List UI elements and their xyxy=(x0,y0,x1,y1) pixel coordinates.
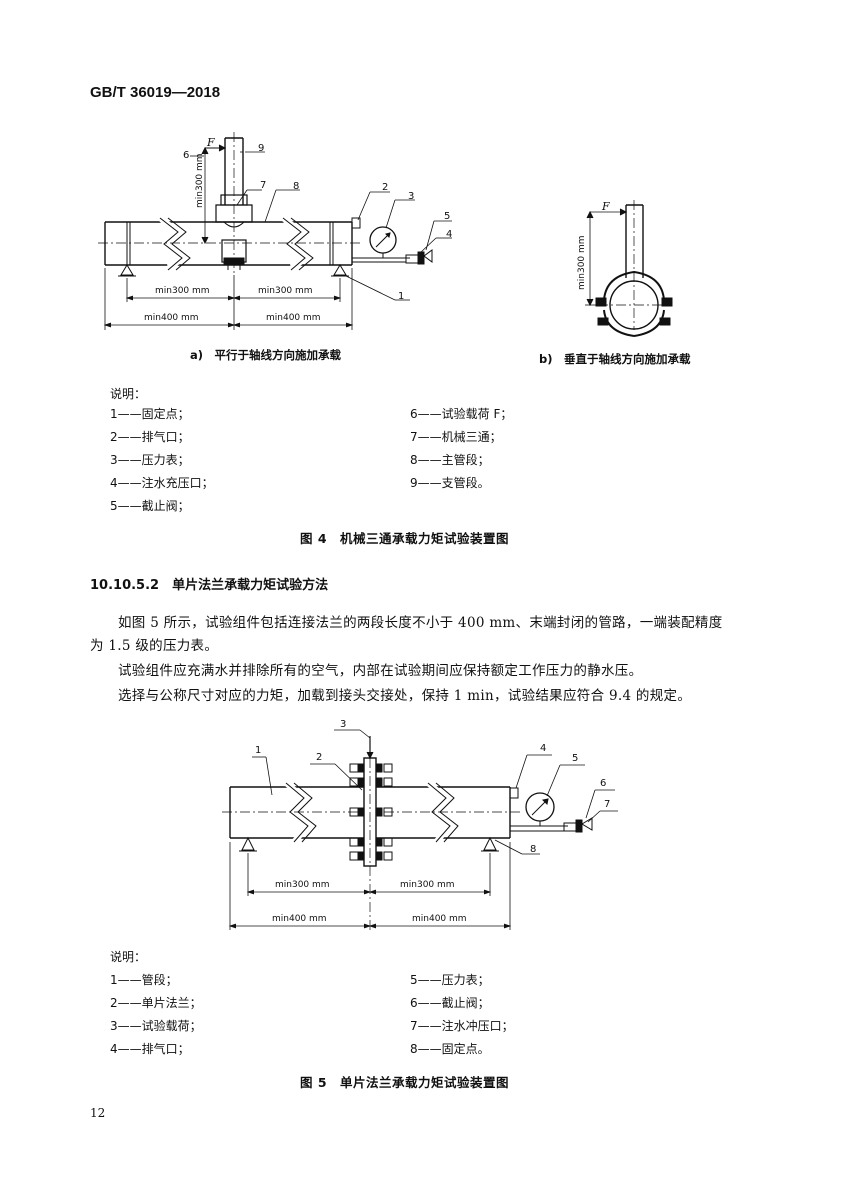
fig4a-supports xyxy=(118,264,349,277)
fig4a-callout-5: 5 xyxy=(444,211,451,222)
fig4a-callout-3: 3 xyxy=(408,191,415,202)
fig4a-force-arrow xyxy=(201,144,227,245)
fig5-dim-400-right: min400 mm xyxy=(412,914,467,924)
standard-number: GB/T 36019—2018 xyxy=(90,84,221,101)
fig4-legend-item: 6——试验载荷 F； xyxy=(410,407,513,421)
fig4a-callout-2: 2 xyxy=(382,182,389,193)
fig4a-dimensions xyxy=(103,268,354,330)
fig4a-callout-7: 7 xyxy=(260,180,267,191)
body-paragraph: 试验组件应充满水并排除所有的空气，内部在试验期间应保持额定工作压力的静水压。 xyxy=(118,663,643,679)
fig4-legend-item: 7——机械三通； xyxy=(410,430,502,444)
fig5-legend-item: 6——截止阀； xyxy=(410,996,490,1010)
fig4-legend-item: 5——截止阀； xyxy=(110,499,190,513)
fig5-legend-item: 7——注水冲压口； xyxy=(410,1019,514,1033)
fig4b-force-label: F xyxy=(602,200,610,213)
fig5-caption: 图 5 单片法兰承载力矩试验装置图 xyxy=(300,1075,510,1090)
body-paragraph: 选择与公称尺寸对应的力矩，加载到接头交接处，保持 1 min，试验结果应符合 9… xyxy=(118,688,692,704)
fig5-legend-item: 2——单片法兰； xyxy=(110,996,202,1010)
fig4-legend-title: 说明： xyxy=(110,387,147,401)
fig4a-leader-lines xyxy=(190,151,452,301)
fig4a-callout-9: 9 xyxy=(258,143,265,154)
fig5-callout-4: 4 xyxy=(540,743,547,754)
body-paragraph: 如图 5 所示，试验组件包括连接法兰的两段长度不小于 400 mm、末端封闭的管… xyxy=(118,615,723,631)
fig4-caption: 图 4 机械三通承载力矩试验装置图 xyxy=(300,531,510,546)
fig4a-mechanical-tee xyxy=(215,194,253,270)
fig4a-branch-pipe xyxy=(224,132,244,275)
fig4a-force-label: F xyxy=(207,136,215,149)
fig5-callout-2: 2 xyxy=(316,752,323,763)
fig4a-subcaption: a) 平行于轴线方向施加承载 xyxy=(190,348,342,362)
fig5-legend-title: 说明： xyxy=(110,950,147,964)
fig4-legend-item: 1——固定点； xyxy=(110,407,190,421)
fig4a-dim-vertical: min300 mm xyxy=(195,153,205,208)
page-number: 12 xyxy=(90,1106,106,1120)
fig4a-dim-300-right: min300 mm xyxy=(258,286,313,296)
body-paragraph: 为 1.5 级的压力表。 xyxy=(90,638,219,654)
fig5-legend-item: 5——压力表； xyxy=(410,973,490,987)
fig5-dim-400-left: min400 mm xyxy=(272,914,327,924)
fig4b-drawing xyxy=(585,200,673,337)
fig5-drawing xyxy=(222,729,618,930)
fig5-legend-item: 3——试验载荷； xyxy=(110,1019,202,1033)
fig5-callout-7: 7 xyxy=(604,799,611,810)
fig4-legend-item: 2——排气口； xyxy=(110,430,190,444)
fig5-legend-item: 1——管段； xyxy=(110,973,178,987)
fig4a-callout-4: 4 xyxy=(446,229,453,240)
fig5-callout-5: 5 xyxy=(572,753,579,764)
fig5-dim-300-left: min300 mm xyxy=(275,880,330,890)
fig4a-callout-8: 8 xyxy=(293,181,300,192)
fig5-callout-1: 1 xyxy=(255,745,262,756)
fig5-callout-3: 3 xyxy=(340,719,347,730)
fig4b-subcaption: b) 垂直于轴线方向施加承载 xyxy=(539,352,691,366)
fig4-legend-item: 9——支管段。 xyxy=(410,476,490,490)
fig5-legend-item: 4——排气口； xyxy=(110,1042,190,1056)
fig4a-dim-400-left: min400 mm xyxy=(144,313,199,323)
fig4a-callout-1: 1 xyxy=(398,291,405,302)
fig4-legend-item: 8——主管段； xyxy=(410,453,490,467)
fig4a-vent xyxy=(351,217,361,229)
fig4a-callout-6: 6 xyxy=(183,150,190,161)
fig5-legend-item: 8——固定点。 xyxy=(410,1042,490,1056)
fig4-legend-item: 3——压力表； xyxy=(110,453,190,467)
section-heading: 10.10.5.2 单片法兰承载力矩试验方法 xyxy=(90,578,329,593)
fig4-legend-item: 4——注水充压口； xyxy=(110,476,214,490)
fig5-dim-300-right: min300 mm xyxy=(400,880,455,890)
fig5-callout-6: 6 xyxy=(600,778,607,789)
fig4a-dim-400-right: min400 mm xyxy=(266,313,321,323)
fig4a-dim-300-left: min300 mm xyxy=(155,286,210,296)
fig4b-dim-vertical: min300 mm xyxy=(577,235,587,290)
fig5-callout-8: 8 xyxy=(530,844,537,855)
fig4a-pressure-gauge xyxy=(352,226,433,265)
